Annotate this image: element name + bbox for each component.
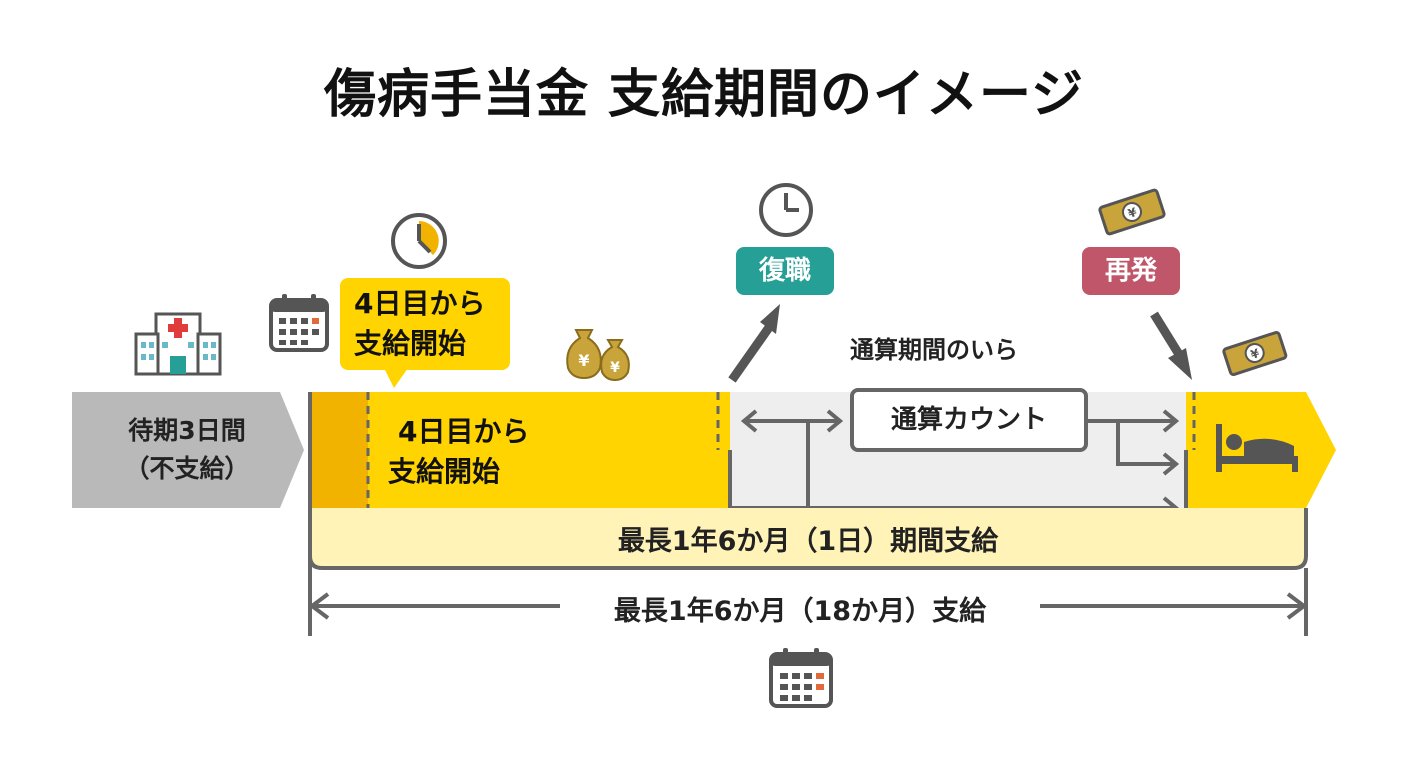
payment-bar-first — [310, 392, 730, 508]
clock-icon — [759, 183, 813, 237]
callout-line-1: 4日目から — [354, 287, 486, 320]
calendar-icon — [769, 648, 833, 708]
return-arrow — [728, 304, 780, 383]
hospital-icon — [134, 312, 222, 376]
waiting-period-arrow — [72, 392, 304, 508]
bar-label-line-1: 4日目から — [398, 415, 530, 448]
relapse-badge: 再発 — [1082, 247, 1180, 295]
money-bags-icon: ¥ ¥ — [566, 329, 630, 382]
bar-label-line-2: 支給開始 — [388, 455, 501, 488]
payment-bar-label: 4日目から 支給開始 — [388, 412, 529, 492]
payment-start-callout: 4日目から 支給開始 — [340, 278, 510, 370]
bed-icon — [1216, 424, 1298, 472]
callout-line-2: 支給開始 — [354, 327, 467, 360]
callout-tail — [384, 368, 408, 388]
total-period-label: 最長1年6か月（18か月）支給 — [560, 594, 1040, 630]
banknote-icon: ¥ — [1098, 188, 1166, 236]
payment-bar-first-start — [310, 392, 368, 508]
payment-period-label: 最長1年6か月（1日）期間支給 — [617, 526, 999, 557]
calendar-icon — [269, 294, 329, 352]
svg-text:¥: ¥ — [610, 360, 620, 376]
return-to-work-badge: 復職 — [736, 247, 834, 295]
count-period-label: 通算期間のいら — [850, 336, 1018, 364]
waiting-period-line-1: 待期3日間 — [128, 416, 246, 445]
waiting-period-label: 待期3日間 （不支給） — [72, 412, 302, 488]
svg-text:¥: ¥ — [578, 351, 589, 370]
count-box: 通算カウント — [850, 388, 1088, 452]
waiting-period-line-2: （不支給） — [124, 454, 250, 483]
clock-icon — [391, 213, 447, 269]
banknote-icon: ¥ — [1222, 331, 1288, 377]
page-title: 傷病手当金 支給期間のイメージ — [323, 65, 1085, 125]
relapse-arrow — [1150, 311, 1192, 380]
